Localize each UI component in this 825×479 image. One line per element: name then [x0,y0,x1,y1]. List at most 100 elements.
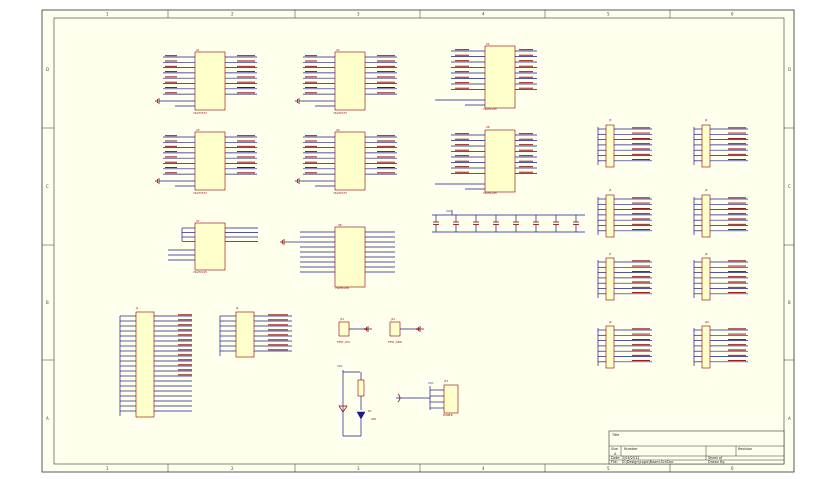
zone-left-c: C [46,184,49,189]
zone-right-d: D [788,67,791,72]
u2-part: 74AHC573 [333,111,347,115]
u6-part: 74AHC245 [483,191,497,195]
size-label: Size [611,447,618,451]
zone-right-c: C [788,184,791,189]
number-label: Number [624,447,638,451]
j1-body [135,311,155,418]
zone-labels: 1 2 3 4 5 6 1 2 3 4 5 6 D C B A D C B A [46,12,791,472]
j2-ref: J2 [235,306,239,310]
file-value: D:\Design\Logic\Board.SchDoc [622,460,674,464]
j4-body [701,124,711,168]
connector-labels: J3 J4 J5 J6 J7 J8 J9 J10 [608,118,709,324]
u2-ref: U2 [336,48,340,52]
u5-body [484,45,516,109]
u7-ref: U7 [196,219,200,223]
led-diode-symbol [356,411,366,420]
zone-top-3: 3 [357,12,360,17]
power-cap-symbol [397,393,401,403]
zone-left-d: D [46,67,49,72]
j6-body [701,194,711,238]
led-resistor [357,379,365,397]
vcc-label-caps: VCC [446,209,452,213]
zone-bottom-4: 4 [482,466,485,471]
j2-body [235,311,255,358]
power-connector-body [443,384,459,414]
u6-body [484,129,516,193]
j1-ref: J1 [135,306,139,310]
revision-label: Revision [738,447,752,451]
zone-bottom-2: 2 [231,466,234,471]
tp1-ref: J11 [339,317,344,321]
zone-bottom-5: 5 [607,466,610,471]
zone-top-2: 2 [231,12,234,17]
u4-part: 74AHC573 [333,191,347,195]
zone-top-6: 6 [731,12,734,17]
power-label: POWER [443,413,453,417]
u7-body [194,222,226,271]
zone-right-b: B [788,300,791,305]
u5-part: 74AHC245 [483,107,497,111]
j3-body [605,124,615,168]
connector-ref-j3: J3 [608,118,612,122]
tp2-body [389,321,401,337]
j10-body [701,325,711,369]
connector-ref-j7: J7 [608,252,612,256]
u5-ref: U5 [486,42,490,46]
u6-ref: U6 [486,125,490,129]
zone-bottom-3: 3 [357,466,360,471]
size-value: A [614,452,617,456]
sheet-label: Sheet of [708,456,723,460]
tp2-label: TEST_GND [388,340,402,344]
zone-ticks [42,10,794,472]
zone-bottom-6: 6 [731,466,734,471]
zone-bottom-1: 1 [106,466,109,471]
tp1-body [338,321,350,337]
zone-left-b: B [46,300,49,305]
title-block-frame [608,430,785,465]
j7-body [605,257,615,301]
connector-ref-j9: J9 [608,320,612,324]
connector-ref-j10: J10 [704,320,709,324]
title-block: Title Size A Number Revision Date: 2/04/… [608,430,785,465]
j5-body [605,194,615,238]
u2-body [334,51,366,111]
date-value: 2/04/2012 [622,456,639,460]
j9-body [605,325,615,369]
zener-symbol [338,405,348,413]
u3-body [194,131,226,191]
led-ref: D1 [368,409,372,413]
led-label: LED [371,417,376,421]
u3-ref: U3 [196,128,200,132]
zone-top-4: 4 [482,12,485,17]
u3-part: 74AHC573 [193,191,207,195]
inner-frame [53,17,785,465]
u1-part: 74AHC573 [193,111,207,115]
date-label: Date: [611,456,620,460]
tp1-label: TEST_VCC [337,340,350,344]
u1-ref: U1 [196,48,200,52]
connector-ref-j4: J4 [704,118,708,122]
u4-body [334,131,366,191]
zone-top-5: 5 [607,12,610,17]
title-label: Title [611,433,619,437]
j8-body [701,257,711,301]
u7-part: 74AHC125 [193,270,207,274]
drawn-by-label: Drawn By: [708,460,725,464]
connector-ref-j8: J8 [704,252,708,256]
zone-right-a: A [788,416,791,421]
power-ref: J13 [443,379,448,383]
component-layer [119,45,748,437]
file-label: File: [611,460,618,464]
u8-part: 74AHC138 [335,286,349,290]
u8-ref: U8 [338,223,342,227]
u8-body [334,226,366,288]
zone-left-a: A [46,416,49,421]
connector-ref-j5: J5 [608,188,612,192]
component-labels: U1 74AHC573 U2 74AHC573 U3 74AHC573 U4 7… [135,42,497,421]
tp2-ref: J12 [390,317,395,321]
u4-ref: U4 [336,128,340,132]
connector-ref-j6: J6 [704,188,708,192]
u1-body [194,51,226,111]
vcc-label-led: VCC [337,364,343,368]
